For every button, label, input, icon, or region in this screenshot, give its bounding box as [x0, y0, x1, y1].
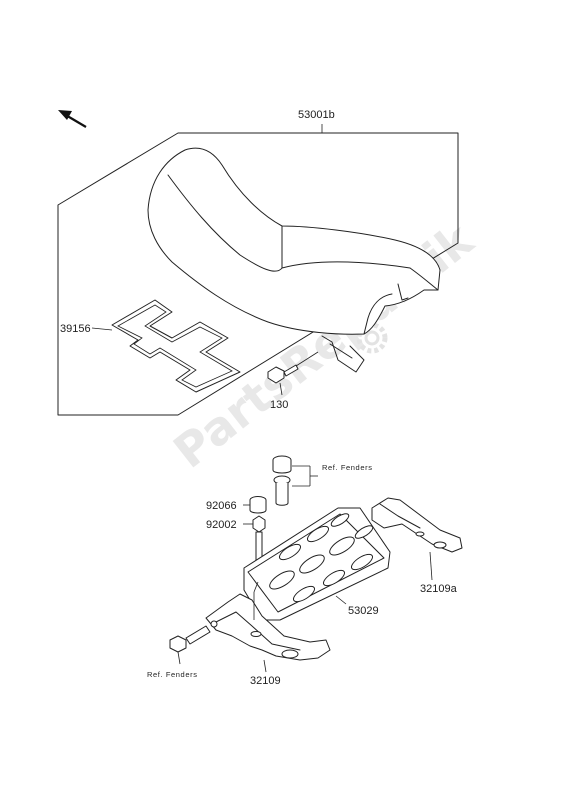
bracket-32109	[205, 581, 331, 673]
part-labels: 53001b 39156 130 Ref. Fenders 92066 9200…	[60, 109, 458, 687]
seat-pad	[91, 299, 241, 393]
label-53001b: 53001b	[298, 109, 335, 121]
label-53029: 53029	[348, 605, 379, 617]
fender-cap-upper	[272, 455, 318, 506]
carrier-plate-53029	[243, 507, 391, 621]
label-130: 130	[270, 399, 288, 411]
carrier-slots	[269, 513, 374, 603]
gear-icon	[356, 322, 388, 354]
label-39156: 39156	[60, 323, 91, 335]
bracket-32109a	[371, 497, 463, 581]
arrow-up-left-icon	[58, 110, 87, 128]
label-32109: 32109	[250, 675, 281, 687]
seat	[147, 147, 441, 373]
label-ref-fenders-top: Ref. Fenders	[322, 463, 373, 472]
seat-assembly-frame	[57, 124, 459, 416]
fender-bolt-lower	[169, 620, 218, 665]
bolt-130	[267, 351, 319, 396]
cap-92066	[243, 496, 267, 514]
label-92066: 92066	[206, 500, 237, 512]
label-32109a: 32109a	[420, 583, 458, 595]
label-92002: 92002	[206, 519, 237, 531]
label-ref-fenders-bottom: Ref. Fenders	[147, 670, 198, 679]
